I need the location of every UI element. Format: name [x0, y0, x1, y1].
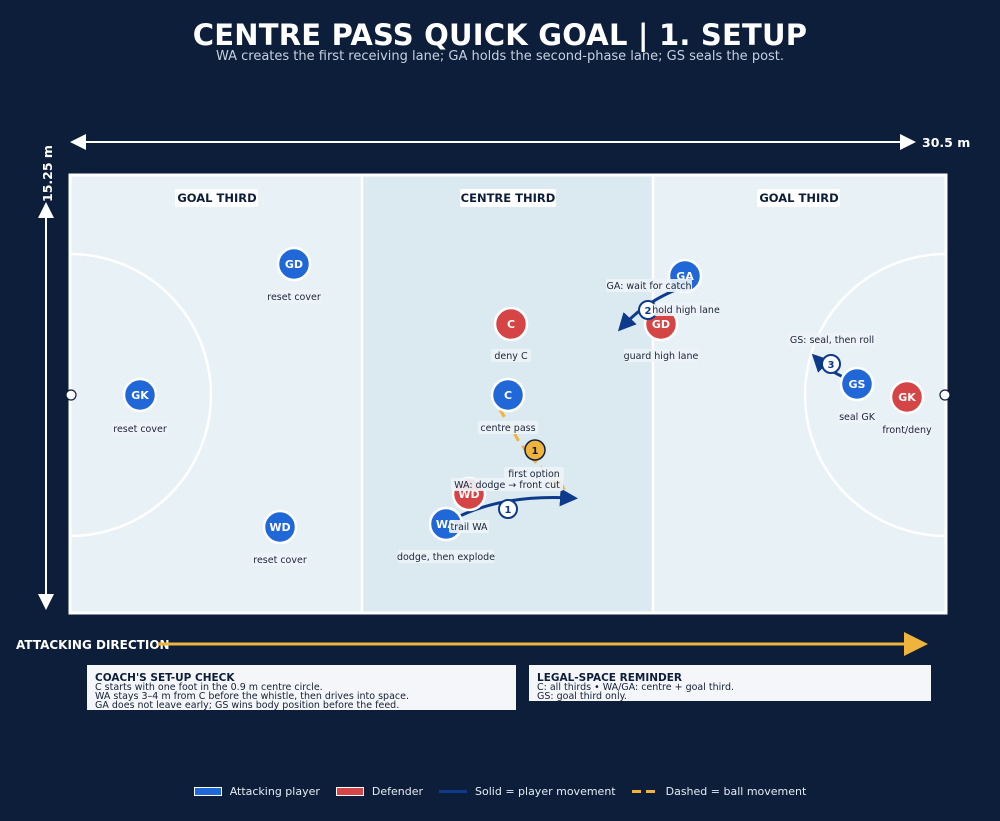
step-badge-run-1: 1 — [498, 499, 518, 519]
svg-text:GS: GS — [849, 378, 866, 391]
note-att-c: centre pass — [480, 423, 535, 434]
legend-solid: Solid = player movement — [439, 785, 616, 798]
note-att-ga: GA: wait for catch — [607, 281, 692, 292]
svg-text:GD: GD — [285, 258, 303, 271]
attacker-wd: WD — [262, 509, 298, 545]
legal-space-box: LEGAL-SPACE REMINDER C: all thirds • WA/… — [529, 665, 931, 701]
legend-attacking: Attacking player — [193, 785, 320, 798]
svg-text:2: 2 — [645, 306, 652, 317]
svg-text:WD: WD — [269, 521, 290, 534]
note-att-wd: reset cover — [253, 555, 307, 566]
note-att-wa: dodge, then explode — [397, 552, 495, 563]
svg-text:1: 1 — [532, 446, 539, 457]
width-label: 30.5 m — [922, 135, 970, 150]
attacking-direction: ATTACKING DIRECTION — [16, 632, 928, 656]
svg-text:GK: GK — [131, 389, 149, 402]
attacker-gs: GS — [839, 366, 875, 402]
note-ga-move: hold high lane — [652, 305, 720, 316]
note-def-gd: guard high lane — [624, 351, 699, 362]
coach-box-line-3: GA does not leave early; GS wins body po… — [95, 700, 400, 710]
zone-label-right: GOAL THIRD — [759, 191, 838, 205]
zone-label-left: GOAL THIRD — [177, 191, 256, 205]
legend-solid-label: Solid = player movement — [475, 785, 616, 798]
defender-gk: GK — [889, 379, 925, 415]
note-first-option: first option — [508, 469, 560, 480]
height-label: 15.25 m — [40, 145, 55, 202]
svg-text:WD: WD — [458, 488, 479, 501]
svg-text:C: C — [504, 389, 512, 402]
attacker-c: C — [490, 377, 526, 413]
note-att-gs: seal GK — [839, 412, 876, 423]
attacking-swatch-icon — [193, 787, 222, 796]
ball-path-centre-pass — [498, 409, 566, 490]
attacking-direction-label: ATTACKING DIRECTION — [16, 638, 170, 652]
attacker-gd: GD — [276, 246, 312, 282]
legend-attacking-label: Attacking player — [229, 785, 320, 798]
svg-text:C: C — [507, 318, 515, 331]
height-dimension: 15.25 m — [38, 145, 55, 610]
left-goal-circle — [69, 252, 213, 538]
svg-text:GK: GK — [898, 391, 916, 404]
coach-box-heading: COACH'S SET-UP CHECK — [95, 672, 235, 684]
legend: Attacking player Defender Solid = player… — [0, 785, 1000, 798]
left-goal-post — [65, 389, 77, 401]
svg-text:3: 3 — [828, 360, 835, 371]
note-def-c: deny C — [494, 351, 528, 362]
svg-text:GD: GD — [652, 318, 670, 331]
player-notes: reset cover reset cover reset cover deny… — [112, 279, 932, 566]
note-def-gk: front/deny — [882, 425, 932, 436]
legal-box-line-1: C: all thirds • WA/GA: centre + goal thi… — [537, 682, 735, 693]
note-def-wd: trail WA — [450, 522, 488, 533]
width-dimension: 30.5 m — [70, 134, 970, 150]
step-badges: 1 1 2 3 — [498, 300, 841, 519]
page-title: CENTRE PASS QUICK GOAL | 1. SETUP — [192, 18, 808, 52]
note-att-gk: reset cover — [113, 424, 167, 435]
legal-box-line-2: GS: goal third only. — [537, 691, 627, 701]
note-gs-move: GS: seal, then roll — [790, 335, 874, 346]
attacker-gk: GK — [122, 377, 158, 413]
defender-swatch-icon — [335, 787, 364, 796]
right-goal-circle — [803, 252, 947, 538]
legend-defender-label: Defender — [371, 785, 424, 798]
player-markers: GD GK WD C C WD WA GA GD GS GK — [122, 246, 925, 545]
note-wa-move: WA: dodge → front cut — [454, 480, 560, 491]
svg-text:1: 1 — [505, 505, 512, 516]
note-att-gd: reset cover — [267, 292, 321, 303]
legend-dashed: Dashed = ball movement — [631, 785, 807, 798]
legend-defender: Defender — [335, 785, 424, 798]
page-subtitle: WA creates the first receiving lane; GA … — [215, 49, 785, 64]
zone-label-centre: CENTRE THIRD — [461, 191, 556, 205]
coach-box-line-2: WA stays 3–4 m from C before the whistle… — [95, 691, 409, 702]
dashed-line-icon — [631, 790, 658, 793]
step-badge-ball-1: 1 — [524, 439, 546, 461]
right-goal-post — [939, 389, 951, 401]
step-badge-3: 3 — [821, 354, 841, 374]
legend-dashed-label: Dashed = ball movement — [665, 785, 807, 798]
solid-line-icon — [439, 790, 468, 793]
defender-c: C — [493, 306, 529, 342]
coach-setup-box: COACH'S SET-UP CHECK C starts with one f… — [87, 665, 516, 710]
legal-box-heading: LEGAL-SPACE REMINDER — [537, 672, 682, 684]
coach-box-line-1: C starts with one foot in the 0.9 m cent… — [95, 682, 323, 693]
